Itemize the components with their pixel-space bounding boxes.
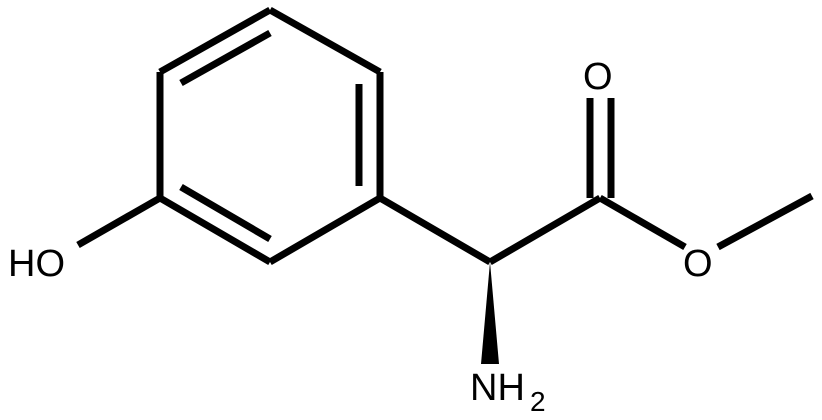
hydroxyl-label: HO: [8, 243, 65, 285]
wedge-bond-to-amine: [481, 262, 499, 364]
ring-to-alpha-bond: [378, 194, 492, 266]
ring-bond-3: [268, 194, 382, 266]
alpha-to-carbonyl-bond: [488, 194, 602, 266]
benzene-ring: [156, 6, 384, 266]
amine-label: NH: [470, 367, 525, 409]
ring-double-inner-1: [179, 29, 272, 87]
ring-bond-6: [158, 6, 272, 76]
carbonyl-to-ester-o-bond: [598, 194, 687, 251]
ring-bond-1: [268, 6, 382, 76]
carbonyl-oxygen-label: O: [583, 56, 613, 98]
ring-double-inner-3: [179, 183, 272, 243]
ester-o-to-methyl-bond: [716, 192, 814, 251]
ring-bond-4: [158, 194, 272, 266]
amine-subscript: 2: [530, 386, 546, 417]
hydroxyl-bond: [76, 194, 162, 249]
ester-oxygen-label: O: [683, 243, 713, 285]
